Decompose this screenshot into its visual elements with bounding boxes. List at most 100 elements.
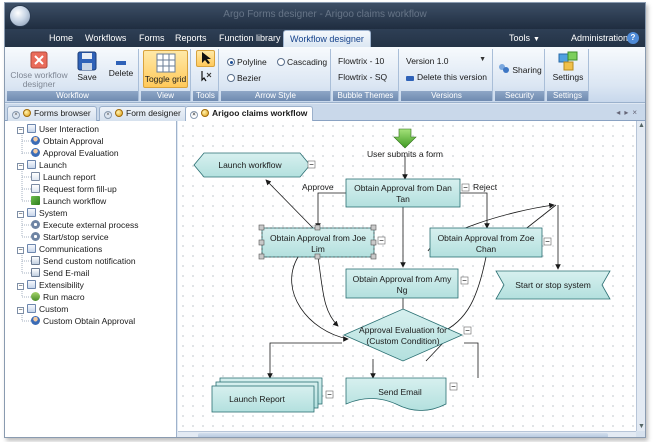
tab-function-library[interactable]: Function library xyxy=(219,33,281,43)
bubble-theme-flowtrix-10[interactable]: Flowtrix - 10 xyxy=(338,56,385,66)
approval-evaluation-node[interactable]: Approval Evaluation for (Custom Conditio… xyxy=(343,308,463,362)
arrow-style-group-label: Arrow Style xyxy=(221,91,330,101)
radio-icon xyxy=(227,74,235,82)
collapse-button[interactable]: − xyxy=(543,237,552,246)
launch-report-node[interactable]: Launch Report xyxy=(211,377,323,413)
vertical-scrollbar[interactable]: ▲ ▼ xyxy=(636,121,645,431)
toggle-grid-button[interactable]: Toggle grid xyxy=(143,50,188,88)
tree-category-custom[interactable]: −Custom xyxy=(17,304,68,315)
launch-workflow-node[interactable]: Launch workflow xyxy=(193,152,311,178)
horizontal-scrollbar[interactable] xyxy=(178,431,636,437)
help-icon[interactable]: ? xyxy=(627,32,639,44)
settings-button[interactable]: Settings xyxy=(549,51,587,82)
bezier-label: Bezier xyxy=(237,73,262,83)
connector-tool-button[interactable] xyxy=(196,69,215,86)
tree-item-start-stop-service[interactable]: Start/stop service xyxy=(31,232,109,243)
ribbon: Close workflow designer Save Delete Work… xyxy=(5,47,645,103)
collapse-icon: − xyxy=(463,183,468,192)
tree-item-launch-workflow[interactable]: Launch workflow xyxy=(31,196,106,207)
radio-selected-icon xyxy=(227,58,235,66)
tree-item-launch-report[interactable]: Launch report xyxy=(31,172,95,183)
start-arrow-icon[interactable] xyxy=(393,128,417,149)
approval-joe-lim-node[interactable]: Obtain Approval from Joe Lim xyxy=(261,227,375,258)
scroll-up-icon[interactable]: ▲ xyxy=(638,122,645,129)
versions-group: Version 1.0▼ Delete this version Version… xyxy=(401,49,493,101)
tab-arigoo-claims-workflow[interactable]: ×Arigoo claims workflow xyxy=(185,106,314,122)
approval-amy-line2: Ng xyxy=(397,285,408,295)
tree-category-launch[interactable]: −Launch xyxy=(17,160,67,171)
cascading-option[interactable]: Cascading xyxy=(277,57,327,67)
sharing-button[interactable]: Sharing xyxy=(498,63,542,75)
collapse-button[interactable]: − xyxy=(463,326,472,335)
approval-amy-ng-node[interactable]: Obtain Approval from Amy Ng xyxy=(345,268,459,299)
close-icon[interactable]: × xyxy=(104,111,112,119)
tree-category-communications[interactable]: −Communications xyxy=(17,244,102,255)
horizontal-scroll-thumb[interactable] xyxy=(198,433,608,437)
tab-reports[interactable]: Reports xyxy=(175,33,207,43)
tree-item-approval-evaluation[interactable]: Approval Evaluation xyxy=(31,148,119,159)
sharing-label: Sharing xyxy=(512,65,542,75)
document-tab-strip: ×Forms browser ×Form designer ×Arigoo cl… xyxy=(5,104,645,122)
bezier-option[interactable]: Bezier xyxy=(227,73,261,83)
tree-item-send-email[interactable]: Send E-mail xyxy=(31,268,89,279)
close-icon[interactable]: × xyxy=(632,108,641,117)
application-menu-button[interactable] xyxy=(9,5,31,27)
tree-category-extensibility[interactable]: −Extensibility xyxy=(17,280,84,291)
ribbon-tab-row: Home Workflows Forms Reports Function li… xyxy=(5,29,645,47)
close-workflow-designer-button[interactable]: Close workflow designer xyxy=(9,51,69,89)
collapse-icon[interactable]: − xyxy=(17,211,24,218)
start-stop-system-node[interactable]: Start or stop system xyxy=(495,270,611,300)
tree-item-label: Request form fill-up xyxy=(43,184,117,194)
version-dropdown[interactable]: Version 1.0▼ xyxy=(406,56,488,66)
collapse-icon[interactable]: − xyxy=(17,283,24,290)
delete-version-button[interactable]: Delete this version xyxy=(406,72,487,82)
collapse-button[interactable]: − xyxy=(325,390,334,399)
delete-button[interactable]: Delete xyxy=(105,59,137,78)
send-email-node[interactable]: Send Email xyxy=(345,377,447,411)
tree-item-obtain-approval[interactable]: Obtain Approval xyxy=(31,136,103,147)
folder-icon xyxy=(27,280,36,289)
tree-item-label: Launch report xyxy=(43,172,96,182)
close-icon[interactable]: × xyxy=(190,111,198,119)
tab-workflow-designer[interactable]: Workflow designer xyxy=(283,30,371,47)
tab-forms-browser[interactable]: ×Forms browser xyxy=(7,106,97,121)
tab-scroll-arrows[interactable]: ◂▸× xyxy=(616,108,641,117)
collapse-button[interactable]: − xyxy=(461,183,470,192)
tools-menu[interactable]: Tools▼ xyxy=(503,30,546,47)
tree-category-system[interactable]: −System xyxy=(17,208,67,219)
collapse-icon[interactable]: − xyxy=(17,127,24,134)
tree-item-request-form-fill-up[interactable]: Request form fill-up xyxy=(31,184,117,195)
approval-zoe-chan-node[interactable]: Obtain Approval from Zoe Chan xyxy=(429,227,543,258)
tree-item-custom-obtain-approval[interactable]: Custom Obtain Approval xyxy=(31,316,135,327)
tab-form-designer[interactable]: ×Form designer xyxy=(99,106,187,121)
collapse-button[interactable]: − xyxy=(377,236,386,245)
chevron-right-icon[interactable]: ▸ xyxy=(624,108,633,117)
save-button[interactable]: Save xyxy=(73,51,101,82)
approval-zoe-line1: Obtain Approval from Zoe xyxy=(438,233,535,243)
close-icon[interactable]: × xyxy=(12,111,20,119)
collapse-button[interactable]: − xyxy=(449,382,458,391)
chevron-left-icon[interactable]: ◂ xyxy=(616,108,625,117)
bubble-themes-group: Flowtrix - 10 Flowtrix - SQ Bubble Theme… xyxy=(333,49,399,101)
pointer-tool-button[interactable] xyxy=(196,50,215,67)
collapse-icon[interactable]: − xyxy=(17,247,24,254)
tree-category-user-interaction[interactable]: −User Interaction xyxy=(17,124,99,135)
bubble-themes-group-label: Bubble Themes xyxy=(333,91,398,101)
collapse-button[interactable]: − xyxy=(307,160,316,169)
approval-dan-tan-node[interactable]: Obtain Approval from Dan Tan xyxy=(345,178,461,208)
tree-item-run-macro[interactable]: Run macro xyxy=(31,292,85,303)
tab-home[interactable]: Home xyxy=(49,33,74,43)
collapse-icon: − xyxy=(462,276,467,285)
tree-item-execute-external-process[interactable]: Execute external process xyxy=(31,220,138,231)
tab-forms[interactable]: Forms xyxy=(139,33,165,43)
collapse-icon[interactable]: − xyxy=(17,307,24,314)
collapse-icon[interactable]: − xyxy=(17,163,24,170)
bubble-theme-flowtrix-sq[interactable]: Flowtrix - SQ xyxy=(338,72,388,82)
scroll-down-icon[interactable]: ▼ xyxy=(638,423,645,430)
tree-item-send-custom-notification[interactable]: Send custom notification xyxy=(31,256,136,267)
selection-handles[interactable] xyxy=(258,224,377,260)
polyline-option[interactable]: Polyline xyxy=(227,57,267,67)
workflow-canvas[interactable]: User submits a form Launch workflow − Ap… xyxy=(178,121,636,431)
tab-workflows[interactable]: Workflows xyxy=(85,33,127,43)
collapse-button[interactable]: − xyxy=(460,276,469,285)
